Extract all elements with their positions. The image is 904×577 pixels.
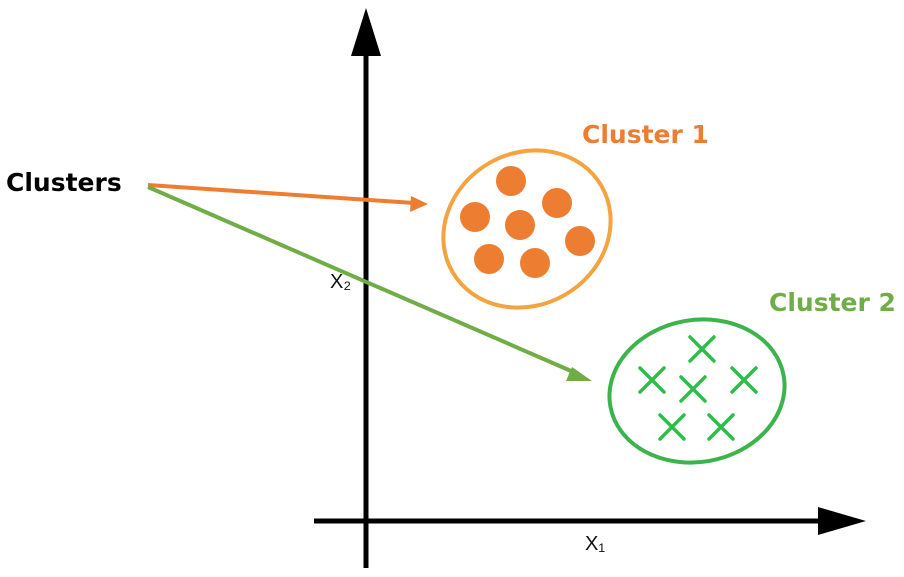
clusters-label: Clusters bbox=[6, 168, 122, 197]
cluster-1-point bbox=[520, 248, 550, 278]
cluster-1-point bbox=[474, 244, 504, 274]
x-axis-arrowhead bbox=[818, 507, 866, 535]
cluster-2-point bbox=[707, 413, 735, 441]
pointer-arrows bbox=[147, 183, 592, 381]
cluster-2-point bbox=[679, 375, 707, 403]
cluster-2-label: Cluster 2 bbox=[769, 288, 896, 317]
cluster-1-label: Cluster 1 bbox=[582, 120, 709, 149]
axes bbox=[314, 8, 866, 568]
cluster-1-point bbox=[505, 210, 535, 240]
cluster-1-point bbox=[542, 188, 572, 218]
arrow-to-cluster-2-head bbox=[566, 367, 592, 381]
cluster-1-point bbox=[460, 202, 490, 232]
cluster-2-point bbox=[730, 366, 758, 394]
cluster-2-point bbox=[638, 366, 666, 394]
cluster-1-boundary bbox=[441, 148, 613, 310]
arrow-to-cluster-2 bbox=[147, 185, 579, 376]
cluster-2-point bbox=[688, 335, 716, 363]
y-axis-arrowhead bbox=[351, 8, 381, 56]
arrow-to-cluster-1-head bbox=[410, 196, 428, 212]
cluster-1-point bbox=[496, 166, 526, 196]
y-axis-label: X₂ bbox=[330, 271, 352, 293]
x-axis-label: X₁ bbox=[585, 533, 606, 555]
cluster-1 bbox=[441, 148, 613, 310]
cluster-2-boundary bbox=[607, 317, 787, 465]
arrow-to-cluster-1 bbox=[147, 183, 415, 205]
cluster-2 bbox=[607, 317, 787, 465]
cluster-2-point bbox=[658, 413, 686, 441]
cluster-1-point bbox=[565, 226, 595, 256]
